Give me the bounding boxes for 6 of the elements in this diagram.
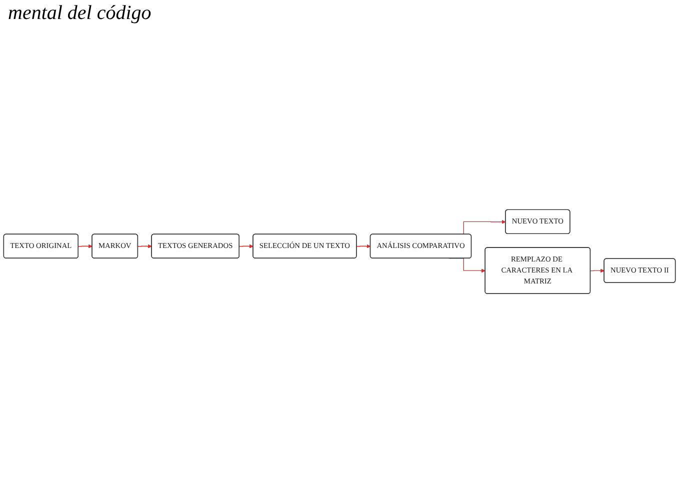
arrow — [78, 244, 92, 249]
arrow — [590, 269, 604, 274]
arrow — [239, 244, 254, 249]
arrow — [138, 244, 152, 249]
arrow — [356, 244, 371, 249]
note-text: mental del código — [8, 2, 152, 25]
